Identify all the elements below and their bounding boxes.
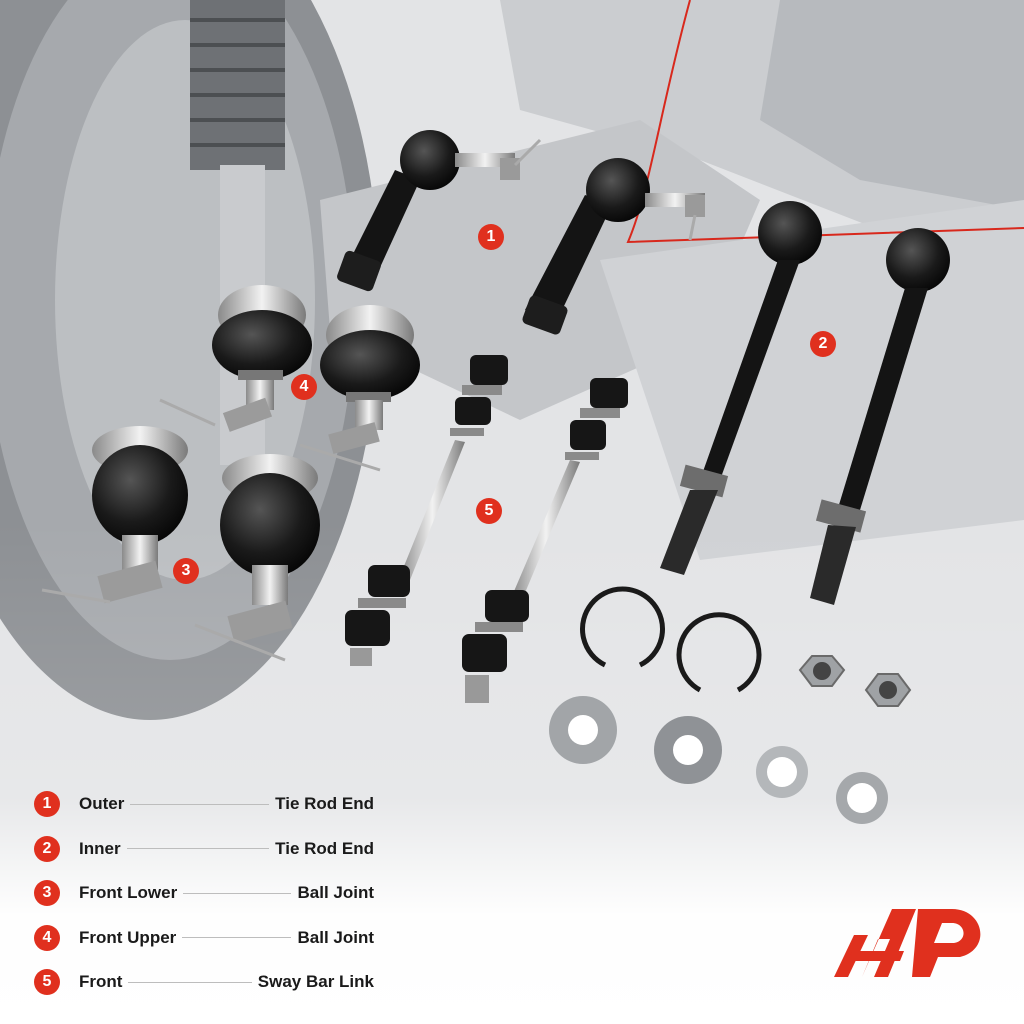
hardware-kit	[549, 586, 912, 824]
legend-part-name: Ball Joint	[297, 927, 374, 947]
legend-row-front-sway-bar-link: 5 Front Sway Bar Link	[34, 968, 374, 996]
legend-leader-line	[183, 892, 292, 894]
legend-position: Front Lower	[79, 883, 178, 902]
front-lower-ball-joint-right	[194, 454, 320, 662]
legend-number: 2	[34, 835, 60, 862]
legend-leader-line	[126, 848, 270, 849]
sway-bar-link-right	[462, 378, 628, 703]
legend-leader-line	[130, 803, 270, 805]
front-upper-ball-joint-right	[299, 305, 420, 472]
legend-leader-line	[128, 981, 252, 983]
legend-number: 1	[34, 791, 60, 817]
legend-row-inner-tie-rod-end: 2 Inner Tie Rod End	[34, 835, 374, 863]
legend-number: 4	[34, 924, 60, 951]
sway-bar-link-left	[345, 355, 508, 666]
callout-1: 1	[478, 224, 504, 250]
legend-row-front-upper-ball-joint: 4 Front Upper Ball Joint	[34, 924, 374, 952]
parts-legend: 1 Outer Tie Rod End 2 Inner Tie Rod End …	[34, 790, 374, 1013]
legend-part-name: Ball Joint	[297, 883, 374, 902]
inner-tie-rod-end-right	[810, 228, 950, 605]
outer-tie-rod-end-right	[522, 158, 705, 335]
legend-part-name: Sway Bar Link	[257, 972, 374, 991]
callout-4: 4	[291, 374, 317, 400]
legend-position: Front	[79, 972, 123, 991]
ap-brand-logo-icon	[834, 909, 981, 977]
callout-3: 3	[173, 558, 199, 584]
legend-position: Front Upper	[79, 927, 177, 947]
callout-5: 5	[476, 498, 502, 524]
front-lower-ball-joint-left	[41, 426, 188, 604]
legend-number: 5	[34, 969, 60, 995]
legend-number: 3	[34, 880, 60, 906]
legend-row-outer-tie-rod-end: 1 Outer Tie Rod End	[34, 790, 374, 818]
legend-row-front-lower-ball-joint: 3 Front Lower Ball Joint	[34, 879, 374, 907]
front-upper-ball-joint-left	[159, 285, 312, 432]
inner-tie-rod-end-left	[660, 201, 822, 575]
outer-tie-rod-end-left	[337, 130, 542, 292]
legend-leader-line	[182, 937, 292, 938]
legend-part-name: Tie Rod End	[275, 794, 374, 813]
callout-2: 2	[810, 331, 836, 357]
legend-part-name: Tie Rod End	[275, 838, 374, 858]
legend-position: Inner	[79, 838, 121, 858]
legend-position: Outer	[79, 794, 125, 813]
